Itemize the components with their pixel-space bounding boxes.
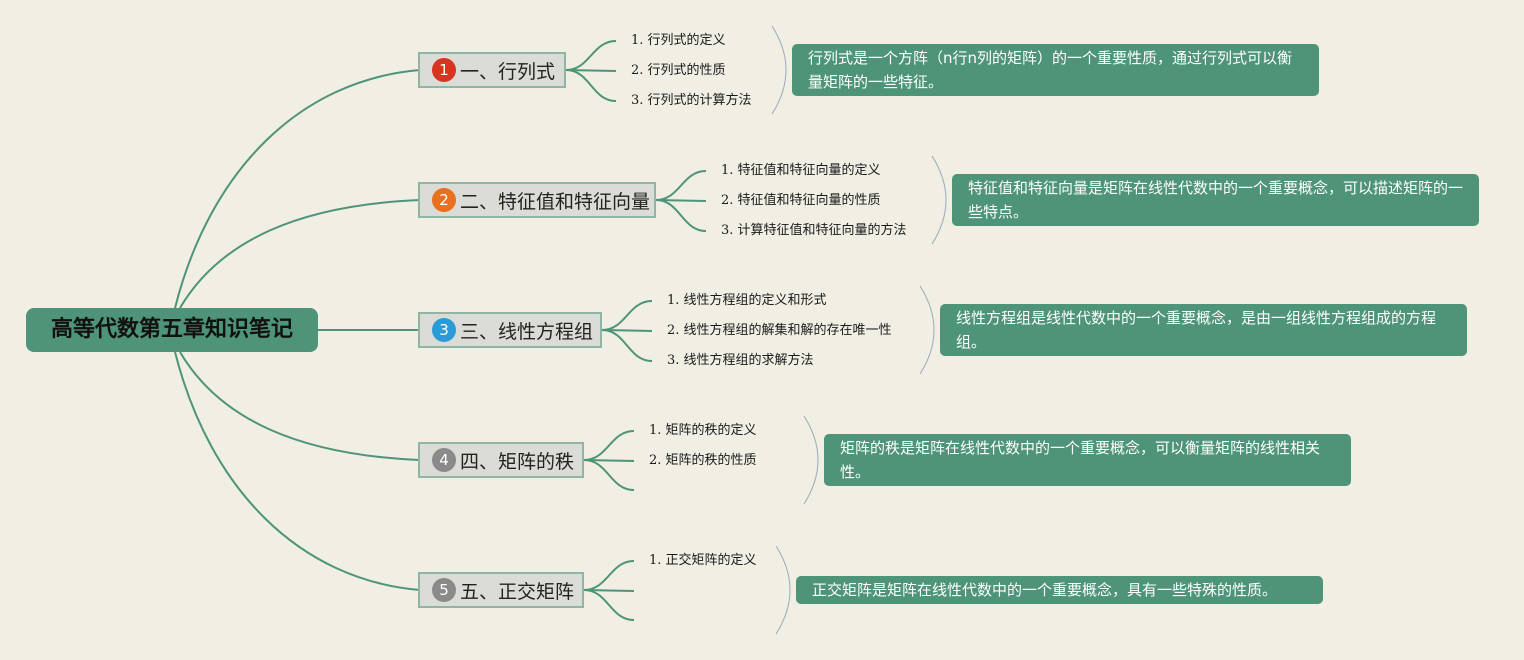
subtopic-4-1[interactable]: 1. 矩阵的秩的定义: [649, 423, 757, 438]
branch-4-bracket: [803, 415, 819, 505]
branch-topic-1[interactable]: 1 一、行列式: [418, 52, 566, 88]
branch-1-sub-3-line: [565, 69, 617, 102]
branch-topic-5[interactable]: 5 五、正交矩阵: [418, 572, 584, 608]
branch-4-sub-3-line: [583, 459, 635, 491]
subtopic-5-1[interactable]: 1. 正交矩阵的定义: [649, 553, 757, 568]
branch-title: 一、行列式: [460, 60, 556, 83]
subtopic-1-1[interactable]: 1. 行列式的定义: [631, 33, 726, 48]
note-2[interactable]: 特征值和特征向量是矩阵在线性代数中的一个重要概念，可以描述矩阵的一些特点。: [952, 174, 1479, 226]
subtopic-3-2[interactable]: 2. 线性方程组的解集和解的存在唯一性: [667, 323, 892, 338]
branch-2-bracket: [931, 155, 947, 245]
branch-5-bracket: [775, 545, 791, 635]
note-4[interactable]: 矩阵的秩是矩阵在线性代数中的一个重要概念，可以衡量矩阵的线性相关性。: [824, 434, 1351, 486]
branch-title: 五、正交矩阵: [460, 580, 575, 603]
subtopic-3-3[interactable]: 3. 线性方程组的求解方法: [667, 353, 814, 368]
branch-4-sub-1-line: [583, 430, 635, 461]
number-3-badge-icon: 3: [432, 318, 456, 342]
branch-3-sub-2-line: [601, 329, 653, 332]
branch-3-sub-3-line: [601, 329, 653, 362]
subtopic-2-1[interactable]: 1. 特征值和特征向量的定义: [721, 163, 881, 178]
branch-topic-2[interactable]: 2 二、特征值和特征向量: [418, 182, 656, 218]
branch-title: 二、特征值和特征向量: [460, 190, 651, 213]
subtopic-2-2[interactable]: 2. 特征值和特征向量的性质: [721, 193, 881, 208]
branch-2-sub-3-line: [655, 199, 707, 232]
root-branch-5-line: [174, 351, 421, 591]
root-branch-2-line: [179, 199, 421, 309]
branch-1-sub-1-line: [565, 40, 617, 71]
branch-2-sub-1-line: [655, 170, 707, 201]
subtopic-1-2[interactable]: 2. 行列式的性质: [631, 63, 726, 78]
branch-title: 四、矩阵的秩: [460, 450, 575, 473]
subtopic-3-1[interactable]: 1. 线性方程组的定义和形式: [667, 293, 827, 308]
subtopic-1-3[interactable]: 3. 行列式的计算方法: [631, 93, 752, 108]
number-4-badge-icon: 4: [432, 448, 456, 472]
note-3[interactable]: 线性方程组是线性代数中的一个重要概念，是由一组线性方程组成的方程组。: [940, 304, 1467, 356]
root-branch-1-line: [174, 69, 421, 309]
branch-2-sub-2-line: [655, 199, 707, 202]
number-2-badge-icon: 2: [432, 188, 456, 212]
branch-1-bracket: [771, 25, 787, 115]
branch-topic-4[interactable]: 4 四、矩阵的秩: [418, 442, 584, 478]
root-topic[interactable]: 高等代数第五章知识笔记: [26, 308, 318, 352]
branch-topic-3[interactable]: 3 三、线性方程组: [418, 312, 602, 348]
root-branch-4-line: [179, 351, 421, 461]
branch-5-sub-1-line: [583, 560, 635, 591]
note-5[interactable]: 正交矩阵是矩阵在线性代数中的一个重要概念，具有一些特殊的性质。: [796, 576, 1323, 604]
branch-1-sub-2-line: [565, 69, 617, 72]
branch-5-sub-2-line: [583, 589, 635, 592]
subtopic-2-3[interactable]: 3. 计算特征值和特征向量的方法: [721, 223, 907, 238]
branch-3-sub-1-line: [601, 300, 653, 331]
branch-4-sub-2-line: [583, 459, 635, 462]
branch-3-bracket: [919, 285, 935, 375]
number-5-badge-icon: 5: [432, 578, 456, 602]
subtopic-4-2[interactable]: 2. 矩阵的秩的性质: [649, 453, 757, 468]
branch-title: 三、线性方程组: [460, 320, 594, 343]
number-1-badge-icon: 1: [432, 58, 456, 82]
branch-5-sub-3-line: [583, 589, 635, 621]
note-1[interactable]: 行列式是一个方阵（n行n列的矩阵）的一个重要性质，通过行列式可以衡量矩阵的一些特…: [792, 44, 1319, 96]
